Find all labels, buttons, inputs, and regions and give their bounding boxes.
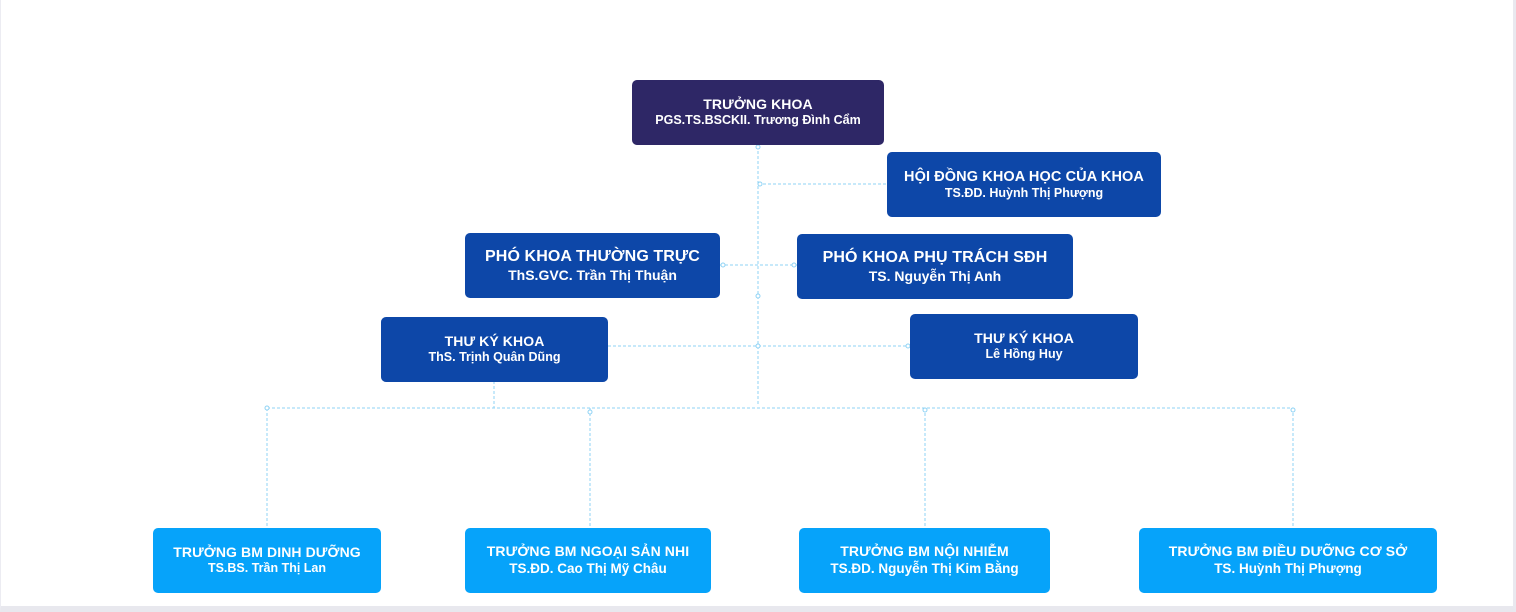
secretary-box-right[interactable]: THƯ KÝ KHOA Lê Hồng Huy bbox=[910, 314, 1138, 379]
department-title: TRƯỞNG BM ĐIỀU DƯỠNG CƠ SỞ bbox=[1168, 543, 1408, 560]
council-person: TS.ĐD. Huỳnh Thị Phượng bbox=[944, 185, 1104, 200]
vice-dean-graduate-box[interactable]: PHÓ KHOA PHỤ TRÁCH SĐH TS. Nguyễn Thị An… bbox=[797, 234, 1073, 299]
connector-node bbox=[755, 293, 761, 299]
secretary-person: Lê Hồng Huy bbox=[985, 347, 1063, 362]
council-box[interactable]: HỘI ĐỒNG KHOA HỌC CỦA KHOA TS.ĐD. Huỳnh … bbox=[887, 152, 1161, 217]
department-head: TS. Huỳnh Thị Phượng bbox=[1214, 560, 1362, 576]
department-head: TS.BS. Trần Thị Lan bbox=[207, 561, 327, 576]
department-title: TRƯỞNG BM NỘI NHIỄM bbox=[840, 543, 1009, 560]
vice-dean-person: ThS.GVC. Trần Thị Thuận bbox=[508, 266, 677, 283]
connector-node bbox=[1290, 407, 1296, 413]
secretary-title: THƯ KÝ KHOA bbox=[444, 332, 545, 349]
council-title: HỘI ĐỒNG KHOA HỌC CỦA KHOA bbox=[904, 168, 1144, 185]
department-head: TS.ĐD. Nguyễn Thị Kim Bằng bbox=[830, 560, 1019, 576]
secretary-title: THƯ KÝ KHOA bbox=[974, 329, 1074, 346]
connector-node bbox=[587, 409, 593, 415]
department-title: TRƯỞNG BM DINH DƯỠNG bbox=[173, 543, 361, 560]
dean-box[interactable]: TRƯỞNG KHOA PGS.TS.BSCKII. Trương Đình C… bbox=[632, 80, 884, 145]
department-box-nutrition[interactable]: TRƯỞNG BM DINH DƯỠNG TS.BS. Trần Thị Lan bbox=[153, 528, 381, 593]
department-title: TRƯỞNG BM NGOẠI SẢN NHI bbox=[486, 543, 690, 560]
dean-title: TRƯỞNG KHOA bbox=[703, 95, 813, 112]
connector-node bbox=[757, 181, 763, 187]
connector-node bbox=[755, 343, 761, 349]
connector-node bbox=[755, 144, 761, 150]
secretary-box-left[interactable]: THƯ KÝ KHOA ThS. Trịnh Quân Dũng bbox=[381, 317, 608, 382]
vice-dean-person: TS. Nguyễn Thị Anh bbox=[868, 267, 1002, 284]
connector-node bbox=[720, 262, 726, 268]
department-box-surgery-obstetrics-pediatrics[interactable]: TRƯỞNG BM NGOẠI SẢN NHI TS.ĐD. Cao Thị M… bbox=[465, 528, 711, 593]
department-box-internal-infectious[interactable]: TRƯỞNG BM NỘI NHIỄM TS.ĐD. Nguyễn Thị Ki… bbox=[799, 528, 1050, 593]
connector-node bbox=[264, 405, 270, 411]
connector-node bbox=[791, 262, 797, 268]
department-head: TS.ĐD. Cao Thị Mỹ Châu bbox=[509, 560, 667, 576]
dean-person: PGS.TS.BSCKII. Trương Đình Cẩm bbox=[655, 113, 861, 128]
vice-dean-standing-box[interactable]: PHÓ KHOA THƯỜNG TRỰC ThS.GVC. Trần Thị T… bbox=[465, 233, 720, 298]
secretary-person: ThS. Trịnh Quân Dũng bbox=[428, 350, 561, 365]
department-box-basic-nursing[interactable]: TRƯỞNG BM ĐIỀU DƯỠNG CƠ SỞ TS. Huỳnh Thị… bbox=[1139, 528, 1437, 593]
vice-dean-title: PHÓ KHOA PHỤ TRÁCH SĐH bbox=[822, 248, 1048, 266]
connector-node bbox=[922, 407, 928, 413]
vice-dean-title: PHÓ KHOA THƯỜNG TRỰC bbox=[485, 247, 700, 265]
